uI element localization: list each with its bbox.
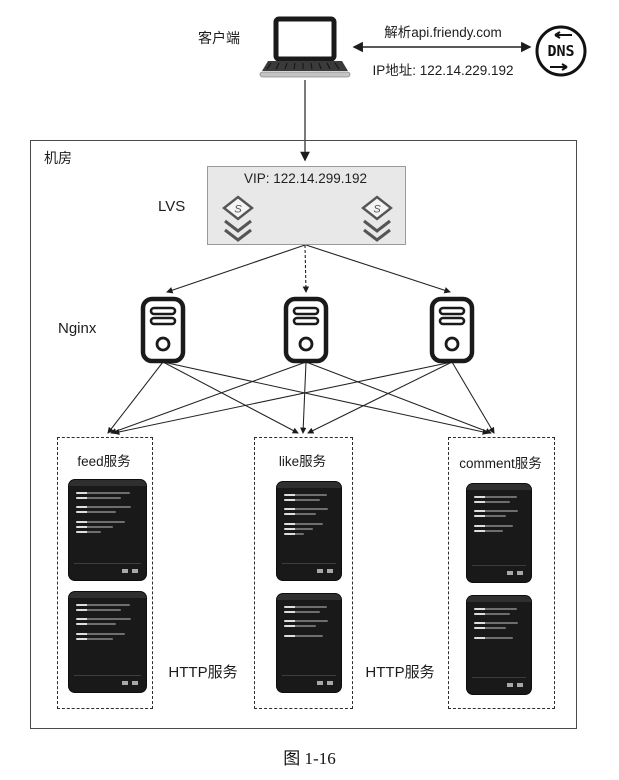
dns-icon: DNS: [535, 25, 587, 77]
like-service-box: [254, 437, 353, 709]
nginx-to-services-arrows: [107, 361, 495, 435]
dns-ip-label: IP地址: 122.14.229.192: [372, 63, 514, 78]
lvs-to-nginx-arrows: [166, 244, 451, 294]
feed-service-label: feed服务: [77, 454, 131, 469]
nginx-server-icon-2: [283, 296, 329, 364]
lvs-vip-label: VIP: 122.14.299.192: [243, 171, 368, 186]
figure-caption: 图 1-16: [283, 749, 336, 768]
client-label: 客户端: [198, 30, 240, 46]
nginx-label: Nginx: [58, 320, 97, 337]
comment-service-box: [448, 437, 555, 709]
datacenter-label: 机房: [44, 150, 72, 166]
svg-text:S: S: [234, 204, 242, 216]
http-service-label-1: HTTP服务: [168, 664, 238, 681]
terminal-screenshot: [277, 482, 341, 580]
comment-service-label: comment服务: [459, 456, 542, 471]
terminal-screenshot: [69, 480, 146, 580]
svg-text:S: S: [373, 204, 381, 216]
lvs-balancer-icon-left: S: [222, 195, 254, 242]
nginx-server-icon-1: [140, 296, 186, 364]
lvs-label: LVS: [158, 198, 186, 215]
terminal-screenshot: [467, 596, 531, 694]
datacenter-box: [30, 140, 577, 729]
dns-icon-label: DNS: [547, 42, 574, 60]
terminal-screenshot: [277, 594, 341, 692]
lvs-balancer-icon-right: S: [361, 195, 393, 242]
terminal-screenshot: [69, 592, 146, 692]
http-service-label-2: HTTP服务: [365, 664, 435, 681]
nginx-server-icon-3: [429, 296, 475, 364]
like-service-label: like服务: [278, 454, 327, 469]
laptop-icon: [259, 16, 351, 78]
dns-resolve-label: 解析api.friendy.com: [384, 25, 502, 40]
feed-service-box: [57, 437, 153, 709]
terminal-screenshot: [467, 484, 531, 582]
